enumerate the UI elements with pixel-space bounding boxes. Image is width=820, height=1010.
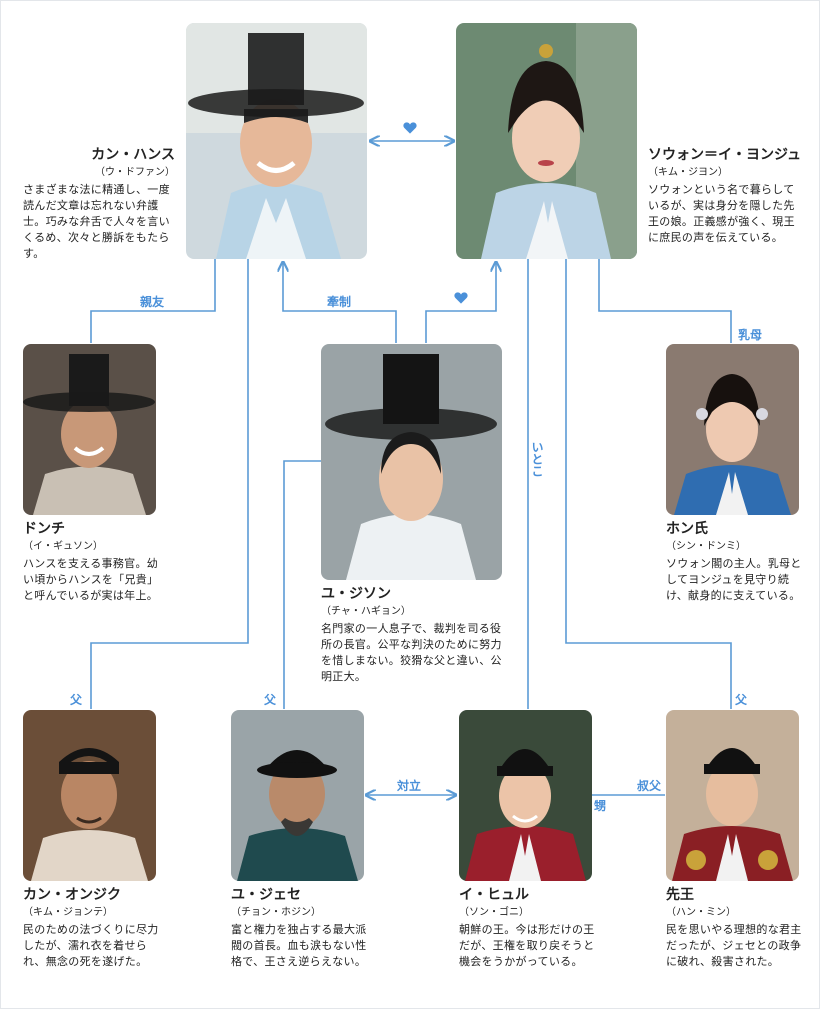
portrait-donchi bbox=[23, 344, 156, 515]
line-sowon-senou bbox=[565, 259, 732, 709]
portrait-kang-onjik bbox=[23, 710, 156, 881]
desc-kang-hansu: さまざまな法に精通し、一度読んだ文章は忘れない弁護士。巧みな弁舌で人々を言いくる… bbox=[23, 183, 170, 260]
caption-kang-onjik: カン・オンジク （キム・ジョンテ） 民のための法づくりに尽力したが、濡れ衣を着せ… bbox=[23, 886, 163, 970]
name-sowon: ソウォン＝イ・ヨンジュ bbox=[648, 147, 802, 163]
actor-i-hyul: （ソン・ゴニ） bbox=[459, 907, 529, 918]
name-kang-hansu: カン・ハンス bbox=[91, 147, 175, 163]
relation-label-kensei: 牽制 bbox=[327, 295, 352, 309]
portrait-i-hyul bbox=[459, 710, 592, 881]
actor-hong: （シン・ドンミ） bbox=[666, 541, 746, 552]
actor-sowon: （キム・ジヨン） bbox=[648, 167, 728, 178]
actor-donchi: （イ・ギュソン） bbox=[23, 541, 103, 552]
relation-label-oji: 叔父 bbox=[637, 779, 662, 793]
portrait-yu-jison bbox=[321, 344, 502, 580]
line-hansu-donchi bbox=[90, 259, 216, 343]
desc-yu-jese: 富と権力を独占する最大派閥の首長。血も涙もない性格で、王さえ逆らえない。 bbox=[231, 923, 367, 968]
name-senou: 先王 bbox=[666, 887, 694, 903]
actor-senou: （ハン・ミン） bbox=[666, 907, 736, 918]
heart-icon bbox=[403, 122, 417, 134]
caption-senou: 先王 （ハン・ミン） 民を思いやる理想的な君主だったが、ジェセとの政争に破れ、殺… bbox=[666, 886, 806, 970]
relation-label-father-onjik: 父 bbox=[70, 693, 83, 707]
relation-label-father-senou: 父 bbox=[735, 693, 748, 707]
desc-sowon: ソウォンという名で暮らしているが、実は身分を隠した先王の娘。正義感が強く、現王に… bbox=[648, 183, 795, 244]
actor-kang-onjik: （キム・ジョンテ） bbox=[23, 907, 113, 918]
relation-label-oi: 甥 bbox=[594, 799, 607, 813]
line-jison-hansu bbox=[283, 263, 397, 343]
desc-senou: 民を思いやる理想的な君主だったが、ジェセとの政争に破れ、殺害された。 bbox=[666, 923, 802, 968]
actor-yu-jese: （チョン・ホジン） bbox=[231, 907, 321, 918]
desc-donchi: ハンスを支える事務官。幼い頃からハンスを「兄貴」と呼んでいるが実は年上。 bbox=[23, 557, 159, 602]
relation-label-shinyu: 親友 bbox=[140, 295, 165, 309]
desc-i-hyul: 朝鮮の王。今は形だけの王だが、王権を取り戻そうと機会をうかがっている。 bbox=[459, 923, 595, 968]
actor-kang-hansu: （ウ・ドファン） bbox=[95, 167, 175, 178]
relation-label-itoko: いとこ bbox=[530, 441, 544, 477]
desc-yu-jison: 名門家の一人息子で、裁判を司る役所の長官。公平な判決のために努力を惜しまない。狡… bbox=[321, 622, 502, 683]
portrait-hong bbox=[666, 344, 799, 515]
line-hansu-onjik bbox=[90, 259, 249, 709]
line-sowon-hong bbox=[598, 259, 732, 343]
caption-i-hyul: イ・ヒュル （ソン・ゴニ） 朝鮮の王。今は形だけの王だが、王権を取り戻そうと機会… bbox=[459, 886, 599, 970]
portrait-yu-jese bbox=[231, 710, 364, 881]
line-jison-sowon bbox=[425, 263, 496, 343]
relation-label-uba: 乳母 bbox=[738, 328, 763, 342]
name-donchi: ドンチ bbox=[23, 521, 65, 537]
line-jison-jese bbox=[283, 460, 321, 709]
caption-yu-jison: ユ・ジソン （チャ・ハギョン） 名門家の一人息子で、裁判を司る役所の長官。公平な… bbox=[321, 585, 507, 685]
caption-yu-jese: ユ・ジェセ （チョン・ホジン） 富と権力を独占する最大派閥の首長。血も涙もない性… bbox=[231, 886, 371, 970]
name-kang-onjik: カン・オンジク bbox=[23, 887, 121, 903]
name-yu-jison: ユ・ジソン bbox=[321, 586, 391, 602]
actor-yu-jison: （チャ・ハギョン） bbox=[321, 606, 411, 617]
portrait-kang-hansu bbox=[186, 23, 367, 259]
relation-label-tairitsu: 対立 bbox=[397, 779, 422, 793]
portrait-sowon bbox=[456, 23, 637, 259]
relation-label-father-jese: 父 bbox=[264, 693, 277, 707]
caption-donchi: ドンチ （イ・ギュソン） ハンスを支える事務官。幼い頃からハンスを「兄貴」と呼ん… bbox=[23, 520, 163, 604]
caption-sowon: ソウォン＝イ・ヨンジュ （キム・ジヨン） ソウォンという名で暮らしているが、実は… bbox=[648, 146, 801, 246]
heart-icon bbox=[454, 292, 468, 304]
caption-kang-hansu: カン・ハンス （ウ・ドファン） さまざまな法に精通し、一度読んだ文章は忘れない弁… bbox=[23, 146, 175, 262]
desc-hong: ソウォン閣の主人。乳母としてヨンジュを見守り続け、献身的に支えている。 bbox=[666, 557, 802, 602]
name-i-hyul: イ・ヒュル bbox=[459, 887, 529, 903]
name-hong: ホン氏 bbox=[666, 521, 708, 537]
desc-kang-onjik: 民のための法づくりに尽力したが、濡れ衣を着せられ、無念の死を遂げた。 bbox=[23, 923, 159, 968]
portrait-senou bbox=[666, 710, 799, 881]
name-yu-jese: ユ・ジェセ bbox=[231, 887, 301, 903]
caption-hong: ホン氏 （シン・ドンミ） ソウォン閣の主人。乳母としてヨンジュを見守り続け、献身… bbox=[666, 520, 806, 604]
